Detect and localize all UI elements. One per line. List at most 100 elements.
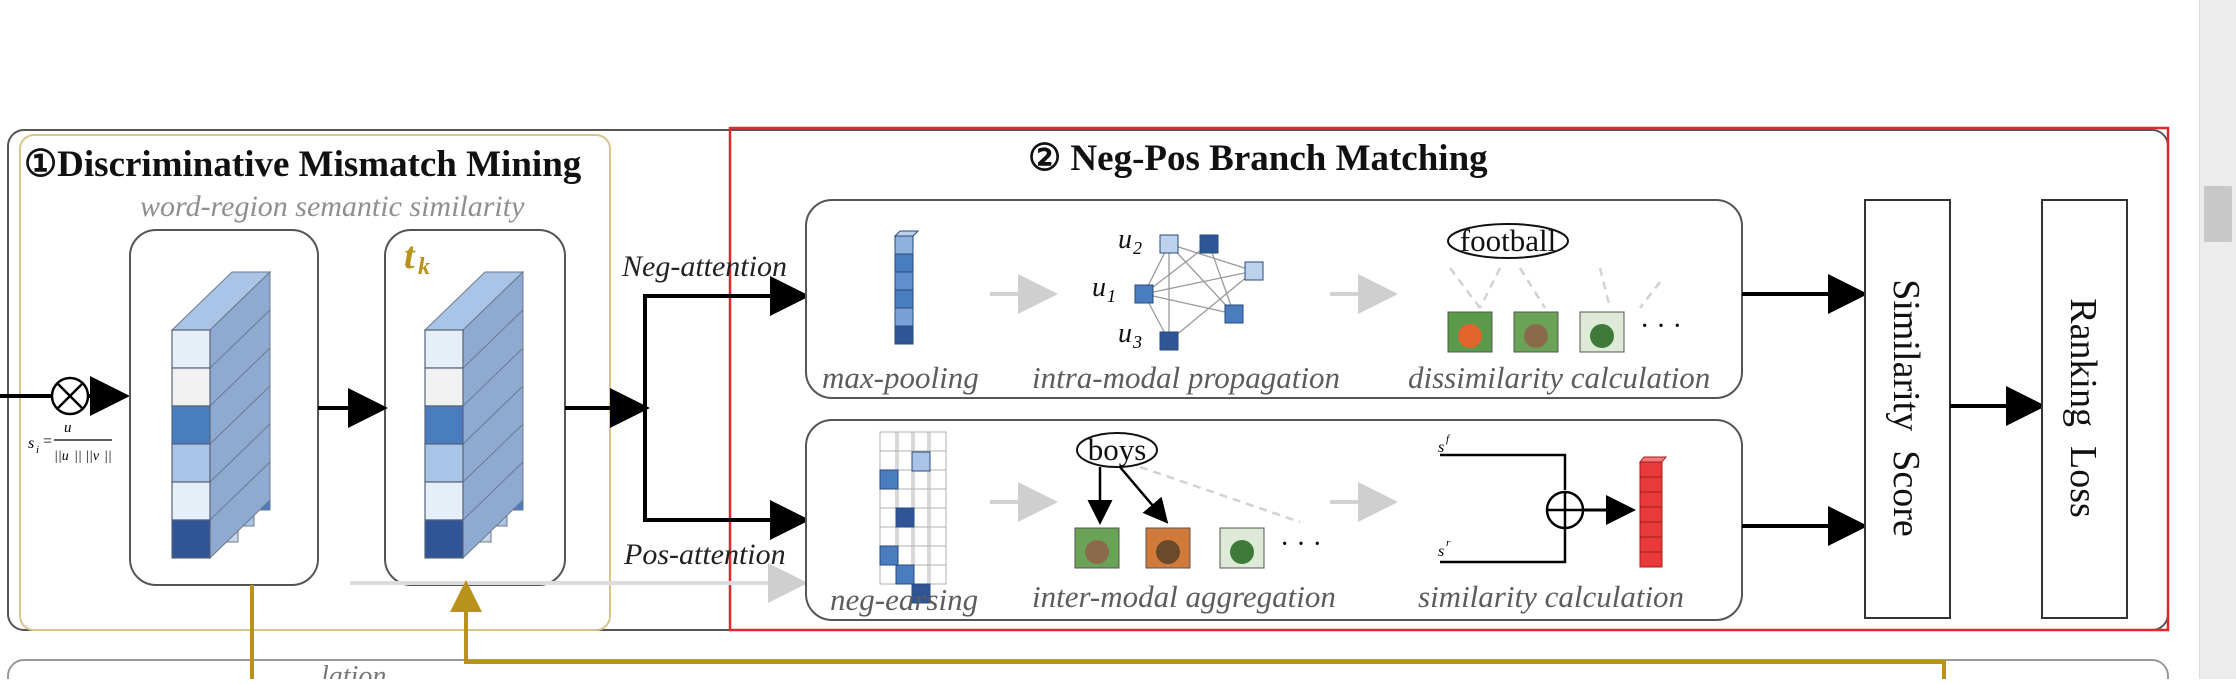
- node-u1-sub: 1: [1107, 286, 1116, 306]
- svg-text:||u: ||u: [54, 449, 69, 464]
- graph-node: [1134, 284, 1154, 304]
- sr-label: s: [1438, 543, 1444, 560]
- vertical-scrollbar[interactable]: [2199, 0, 2236, 679]
- grid-filled-cell: [911, 583, 931, 604]
- ranking-loss-label: Ranking Loss: [2062, 298, 2104, 518]
- neg-attention-label: Neg-attention: [621, 250, 787, 283]
- maxpool-cell: [894, 289, 914, 309]
- cube-front-cell: [424, 519, 464, 559]
- cube-front-cell: [424, 481, 464, 521]
- boys-link-2: [1119, 466, 1169, 524]
- cube-front-cell: [171, 443, 211, 483]
- cube-side-line: [462, 423, 524, 483]
- scrollbar-thumb[interactable]: [2204, 186, 2232, 242]
- word-boys-badge: [1076, 432, 1158, 468]
- propagation-graph: [1134, 234, 1264, 351]
- pos-branch-line: [643, 408, 810, 540]
- graph-edge: [1208, 243, 1235, 315]
- node-u2-sub: 2: [1133, 238, 1142, 258]
- word-boys: boys: [1088, 432, 1147, 467]
- cube-side-line: [462, 347, 524, 407]
- section2-title: ② Neg-Pos Branch Matching: [1028, 138, 1488, 179]
- grid-filled-cell: [895, 507, 915, 528]
- dashed-link: [1518, 267, 1547, 309]
- dashed-link: [1639, 281, 1661, 309]
- boys-link-dashed: [1139, 465, 1301, 524]
- boys-region-images: [1074, 465, 1301, 569]
- ranking-loss-box: [2041, 199, 2128, 619]
- red-bar-top: [1638, 456, 1668, 463]
- bottom-inner-panel: [805, 419, 1743, 621]
- cube-side-line: [209, 347, 271, 407]
- otimes-cross-2: [57, 383, 83, 409]
- cube-front-cell: [424, 405, 464, 445]
- caption-similarity-calculation: similarity calculation: [1418, 579, 1684, 614]
- section1-subtitle: word-region semantic similarity: [140, 190, 525, 223]
- maxpool-top: [893, 230, 920, 237]
- neg-earsing-grid: [879, 431, 947, 604]
- maxpool-cell: [894, 271, 914, 291]
- red-bar-cell: [1639, 536, 1663, 553]
- bottom-ellipsis: · · ·: [1280, 529, 1322, 560]
- image-thumb-boys-2-subject: [1156, 540, 1180, 564]
- svg-text:||: ||: [104, 449, 112, 464]
- section2-frame: [728, 126, 2170, 632]
- red-bar-cell: [1639, 461, 1663, 478]
- similarity-formula: s i = u ||u || ||v ||: [28, 420, 112, 464]
- cube-side-line: [209, 461, 271, 521]
- image-thumb-players-subject: [1524, 324, 1548, 348]
- caption-intra-modal-propagation: intra-modal propagation: [1032, 360, 1340, 395]
- node-u3-sub: 3: [1132, 332, 1142, 352]
- sf-line: [1440, 453, 1567, 490]
- caption-max-pooling: max-pooling: [822, 360, 979, 395]
- bottom-strip-text: ...lation: [300, 661, 386, 679]
- word-football-badge: [1447, 223, 1569, 259]
- cube-front-cell: [171, 405, 211, 445]
- sf-sup: f: [1446, 433, 1451, 445]
- cube-front-cell: [424, 367, 464, 407]
- cube-front-cell: [424, 443, 464, 483]
- dashed-link: [1598, 267, 1612, 309]
- graph-node: [1244, 261, 1264, 281]
- svg-text:u: u: [64, 420, 72, 436]
- graph-edge: [1168, 243, 1235, 315]
- section1-title: ①Discriminative Mismatch Mining: [24, 144, 582, 185]
- image-thumb-tree-subject: [1590, 324, 1614, 348]
- cube-front-cell: [171, 519, 211, 559]
- similarity-score-label: Similarity Score: [1885, 279, 1927, 537]
- cube-stack-1: [170, 270, 272, 560]
- red-bar-cell: [1639, 521, 1663, 538]
- cube-front-cell: [171, 367, 211, 407]
- graph-node: [1224, 304, 1244, 324]
- grid-filled-cell: [879, 469, 899, 490]
- sf-label: s: [1438, 439, 1444, 456]
- svg-text:s: s: [28, 435, 34, 452]
- grid-filled-cell: [879, 545, 899, 566]
- section1-frame: [19, 134, 611, 631]
- caption-dissimilarity-calculation: dissimilarity calculation: [1408, 360, 1710, 395]
- graph-node: [1159, 234, 1179, 254]
- football-region-images: [1447, 267, 1661, 353]
- cube-front-cell: [171, 329, 211, 369]
- grid-cell: [927, 564, 947, 585]
- tk-subscript: k: [418, 254, 430, 280]
- red-bar-cell: [1639, 551, 1663, 568]
- red-bar-cell: [1639, 506, 1663, 523]
- tk-label: t: [404, 235, 416, 277]
- cube-side-line: [462, 309, 524, 369]
- cube-front-cell: [171, 481, 211, 521]
- word-football: football: [1460, 223, 1556, 258]
- sr-line: [1440, 528, 1567, 564]
- red-bar-cell: [1639, 491, 1663, 508]
- graph-edge: [1143, 270, 1255, 295]
- svg-text:=: =: [42, 433, 53, 450]
- node-u3-label: u: [1118, 318, 1132, 349]
- caption-neg-earsing: neg-earsing: [830, 582, 978, 617]
- cube-side-line: [209, 309, 271, 369]
- similarity-vector-bar: [1638, 456, 1668, 568]
- maxpool-cell: [894, 235, 914, 255]
- caption-inter-modal-aggregation: inter-modal aggregation: [1032, 579, 1336, 614]
- diagram-svg: ...lation ①Discriminative Mismatch Minin…: [0, 126, 2170, 684]
- maxpool-cell: [894, 307, 914, 327]
